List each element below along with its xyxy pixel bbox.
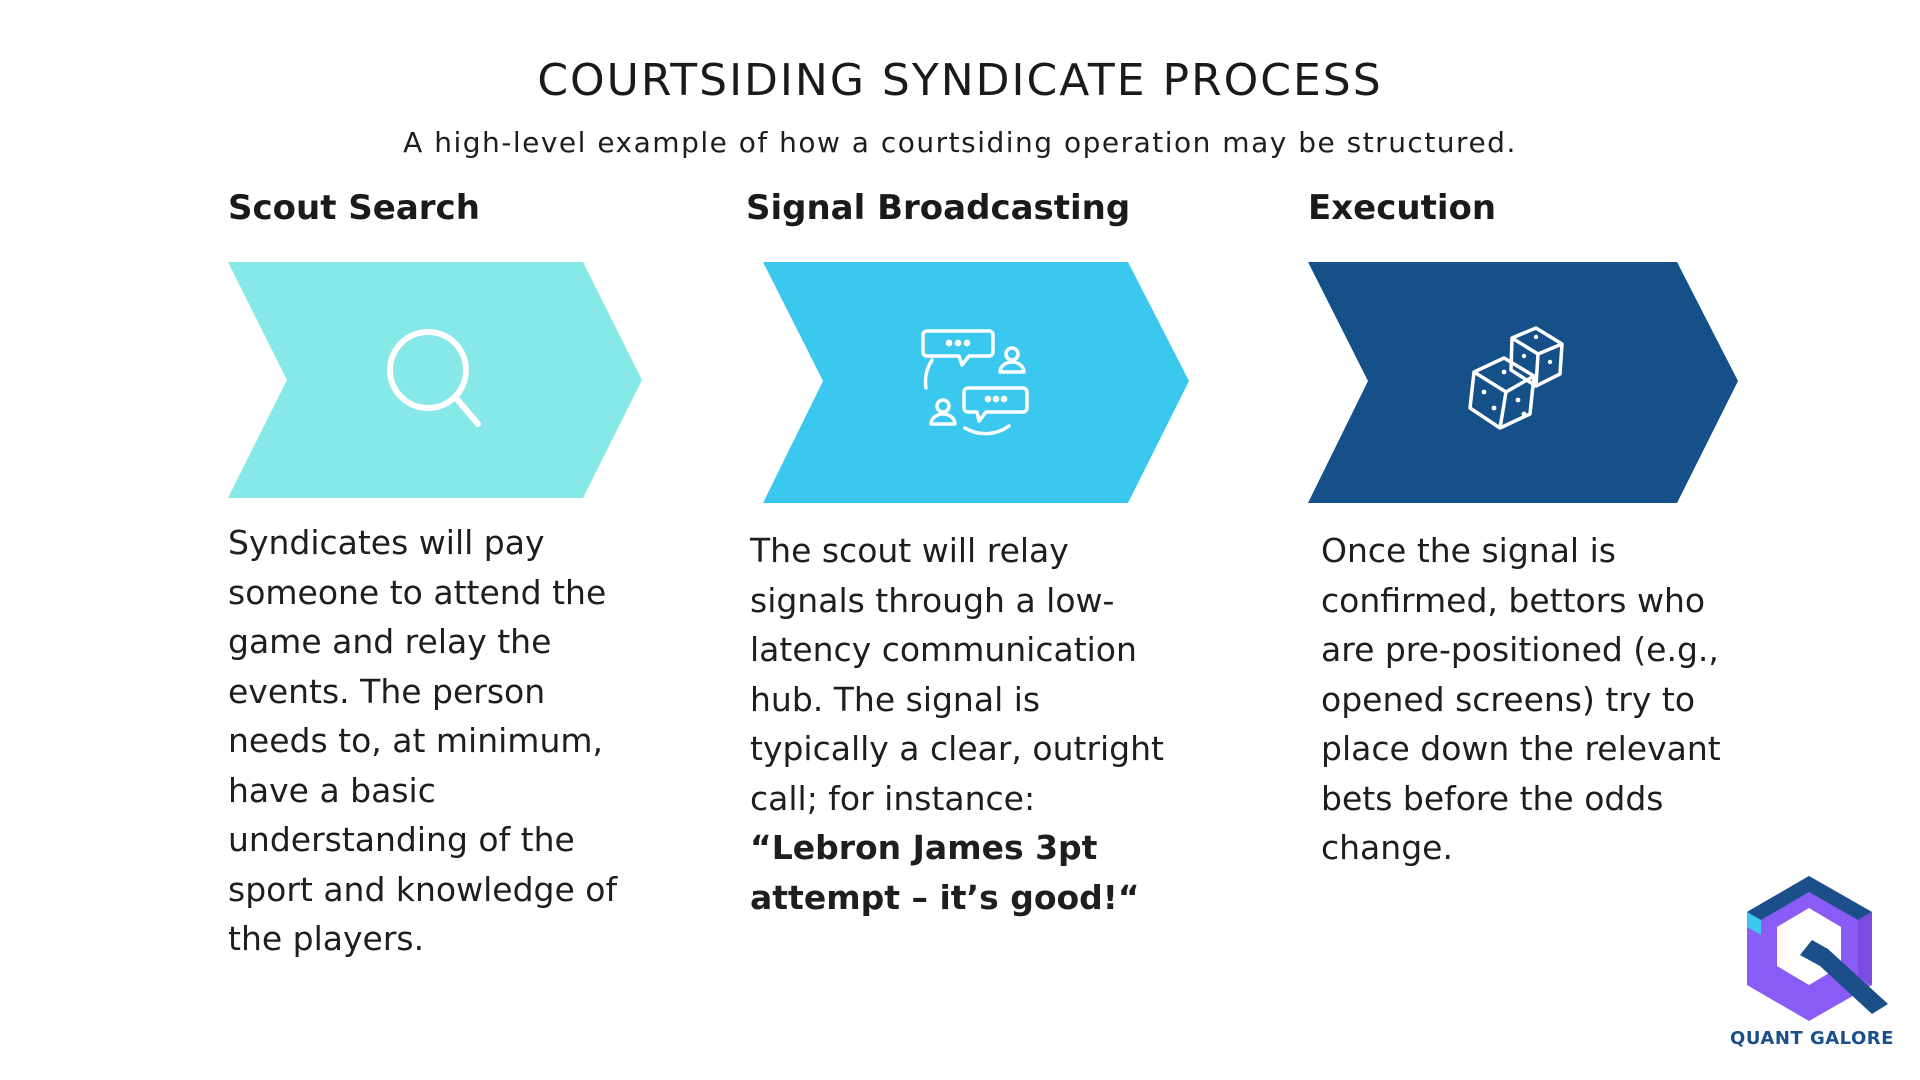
step-title-signal-broadcasting: Signal Broadcasting bbox=[746, 188, 1131, 228]
chevron-scout-search bbox=[228, 262, 642, 498]
step-body-scout-search: Syndicates will pay someone to attend th… bbox=[228, 523, 618, 958]
step-body-execution: Once the signal is confirmed, bettors wh… bbox=[1321, 531, 1721, 867]
dice-icon bbox=[1468, 326, 1564, 430]
page-subtitle: A high-level example of how a courtsidin… bbox=[403, 126, 1517, 159]
step-body-signal-broadcasting: The scout will relay signals through a l… bbox=[750, 526, 1185, 922]
step-title-execution: Execution bbox=[1308, 188, 1497, 228]
step-title-scout-search: Scout Search bbox=[228, 188, 480, 228]
search-icon bbox=[387, 329, 481, 427]
page-title: COURTSIDING SYNDICATE PROCESS bbox=[537, 55, 1383, 106]
brand-name: QUANT GALORE bbox=[1730, 1028, 1894, 1049]
chevron-signal-broadcasting bbox=[763, 262, 1189, 503]
step-body-text: The scout will relay signals through a l… bbox=[750, 531, 1164, 818]
quant-galore-logo-icon bbox=[1747, 876, 1888, 1021]
example-call-quote: “Lebron James 3pt attempt – it’s good!“ bbox=[750, 828, 1140, 917]
chat-relay-icon bbox=[921, 329, 1029, 436]
